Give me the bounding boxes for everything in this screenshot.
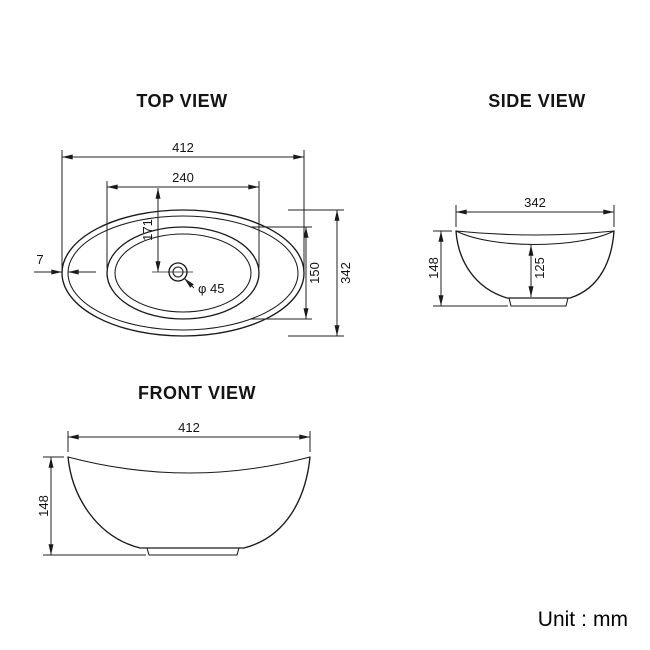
dim-label-148: 148 (36, 495, 51, 517)
top-dim-overall-width: 412 (61, 140, 305, 270)
top-dim-rim-thickness: 7 (34, 252, 96, 275)
front-view: FRONT VIEW 412 148 (36, 383, 311, 556)
side-view-title: SIDE VIEW (488, 91, 586, 111)
top-view: TOP VIEW 412 240 171 (34, 91, 353, 337)
top-dim-basin-width: 240 (106, 170, 260, 268)
side-inner-rim-curve (455, 230, 615, 245)
top-dim-overall-depth: 342 (288, 209, 353, 337)
top-view-title: TOP VIEW (136, 91, 227, 111)
front-base (146, 547, 240, 556)
dim-label-150: 150 (307, 262, 322, 284)
dim-label-240: 240 (172, 170, 194, 185)
dim-label-125: 125 (532, 257, 547, 279)
side-dim-inner-depth: 125 (528, 245, 547, 297)
side-dim-height: 148 (426, 230, 508, 307)
dim-label-412: 412 (178, 420, 200, 435)
front-dim-width: 412 (67, 420, 311, 452)
side-view: SIDE VIEW 342 148 125 (426, 91, 615, 307)
leader-arrow (184, 278, 195, 289)
side-bowl-silhouette (455, 230, 615, 299)
top-dim-basin-depth: 150 (250, 226, 322, 320)
dim-label-148: 148 (426, 257, 441, 279)
dim-label-342: 342 (338, 262, 353, 284)
front-dim-height: 148 (36, 456, 146, 556)
basin-opening-ellipse (106, 226, 260, 320)
side-rim-top-edge (455, 230, 615, 236)
unit-note: Unit: mm (538, 608, 628, 632)
dim-label-171: 171 (140, 219, 155, 241)
unit-colon: : (581, 608, 587, 631)
dim-label-7: 7 (36, 252, 43, 267)
unit-word: Unit (537, 608, 576, 631)
side-base (508, 297, 569, 307)
dim-label-412: 412 (172, 140, 194, 155)
front-rim-saddle-curve (67, 456, 311, 474)
side-dim-width: 342 (455, 195, 615, 227)
basin-bottom-ellipse (114, 233, 252, 313)
front-view-title: FRONT VIEW (138, 383, 256, 403)
dim-label-342: 342 (524, 195, 546, 210)
front-bowl-silhouette (67, 456, 311, 549)
top-dim-drain-diameter: φ 45 (184, 278, 225, 296)
unit-value: mm (593, 608, 628, 631)
dim-label-drain: φ 45 (198, 281, 225, 296)
top-dim-center-to-edge: 171 (140, 188, 161, 272)
